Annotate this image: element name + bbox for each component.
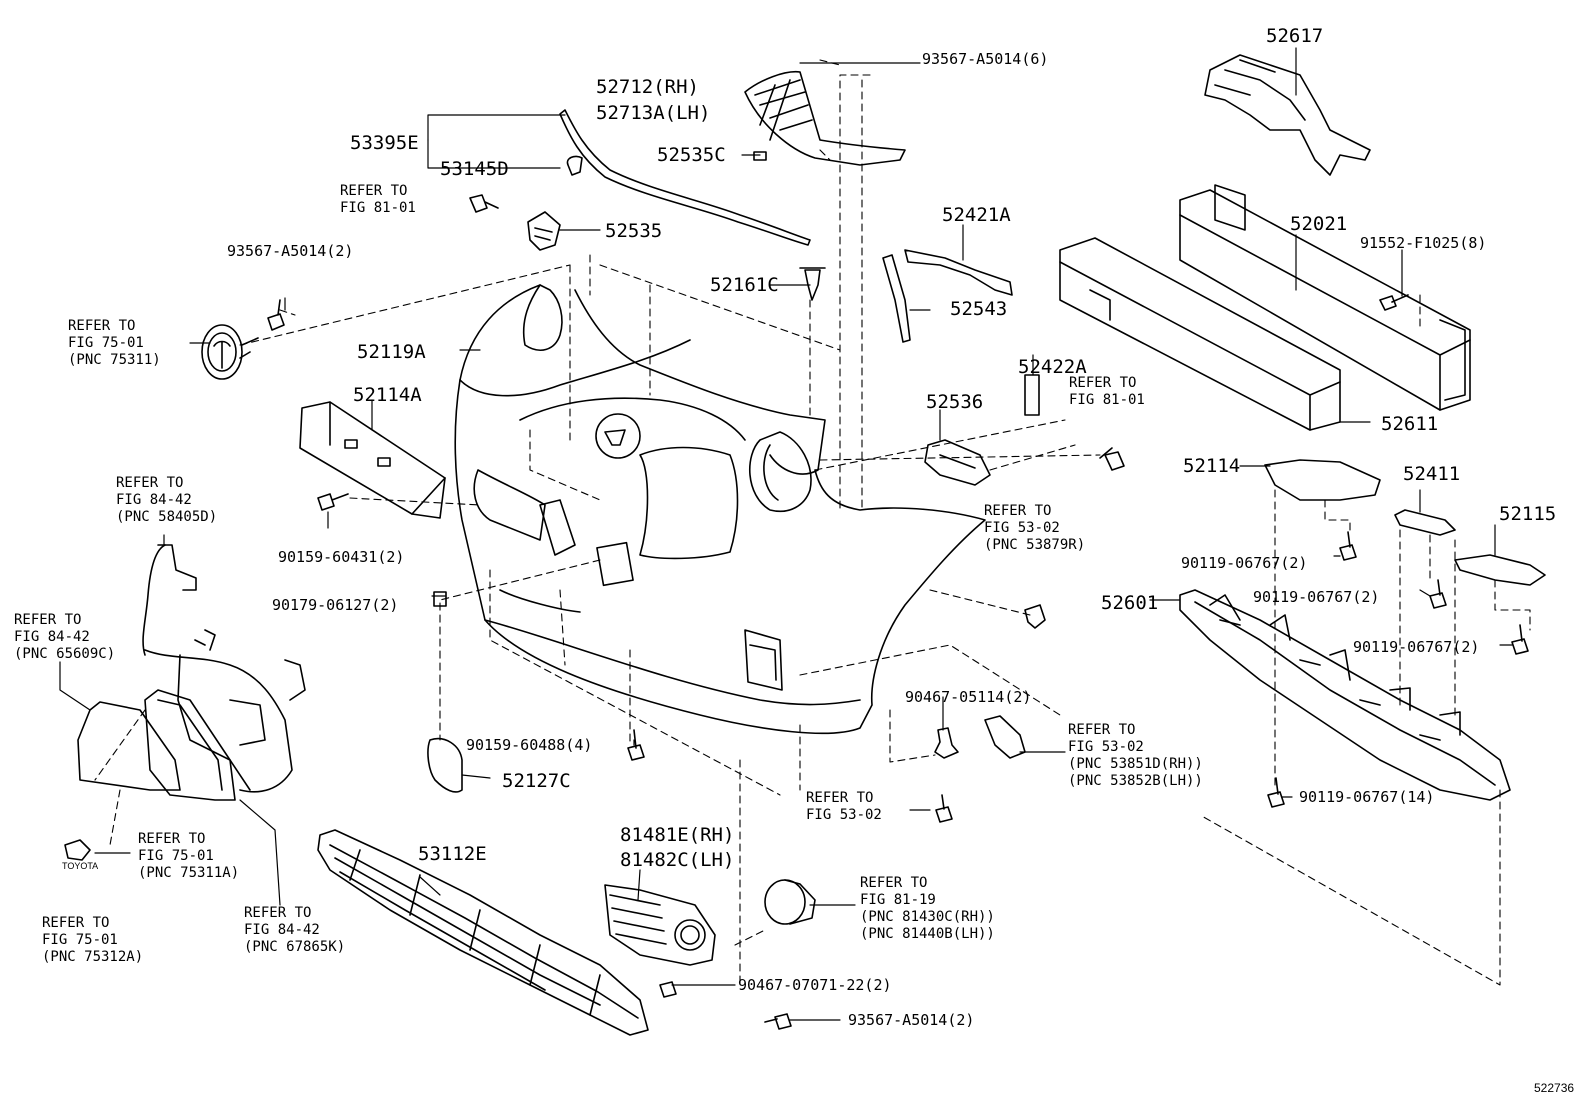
upper-grille-52712 [744, 70, 906, 166]
label-53145d: 53145D [440, 158, 509, 180]
license-bracket-52114a [299, 401, 446, 519]
label-52535: 52535 [605, 220, 663, 242]
label-52712: 52712(RH) [596, 76, 699, 98]
label-91552: 91552-F1025(8) [1360, 234, 1487, 252]
spacer-52422a [1024, 374, 1040, 416]
label-52536: 52536 [926, 391, 984, 413]
undercover-52601 [1179, 589, 1511, 801]
label-90467-05114: 90467-05114(2) [905, 688, 1032, 706]
seal-52543 [882, 254, 911, 343]
bolt-90119-a [1339, 531, 1357, 561]
bolt-5302-c [935, 794, 953, 823]
bracket-52536 [924, 439, 991, 486]
clip-53145d [566, 155, 583, 176]
label-90159-60488: 90159-60488(4) [466, 736, 593, 754]
toyota-badge-text: TOYOTA [62, 861, 99, 871]
label-52114: 52114 [1183, 455, 1241, 477]
label-52601: 52601 [1101, 592, 1159, 614]
label-52127c: 52127C [502, 770, 571, 792]
clip-53879r [1024, 604, 1046, 629]
label-93567-2b: 93567-A5014(2) [848, 1011, 975, 1029]
label-53395e: 53395E [350, 132, 419, 154]
label-90119-c: 90119-06767(2) [1353, 638, 1480, 656]
bracket-52115 [1454, 554, 1546, 586]
fog-lamp [764, 879, 816, 925]
label-52713a: 52713A(LH) [596, 102, 711, 124]
reinforcement-52021 [1179, 184, 1471, 411]
label-90467-07071: 90467-07071-22(2) [738, 976, 892, 994]
bolt-93567-b [764, 1013, 792, 1030]
wire-harness [142, 544, 306, 793]
bolt-8101-b [1099, 447, 1125, 471]
bracket-52617 [1204, 54, 1371, 176]
label-52021: 52021 [1290, 213, 1348, 235]
bracket-53851d [984, 715, 1026, 759]
bracket-52411 [1394, 509, 1456, 536]
label-90159-60431: 90159-60431(2) [278, 548, 405, 566]
bolt-93567-a [267, 299, 285, 331]
panel-67865k [144, 689, 236, 801]
bumper-cover-52119a [454, 284, 986, 735]
fog-bezel-81481e [604, 884, 716, 966]
label-52411: 52411 [1403, 463, 1461, 485]
bolt-90467-b [659, 981, 677, 998]
bolt-91552 [1379, 294, 1409, 311]
label-52617: 52617 [1266, 25, 1324, 47]
label-90119-a: 90119-06767(2) [1181, 554, 1308, 572]
label-52119a: 52119A [357, 341, 426, 363]
molding-53395e [559, 109, 811, 246]
undercover-52114 [1264, 459, 1381, 501]
label-52422a: 52422A [1018, 356, 1087, 378]
leader-lines [59, 47, 1513, 1021]
label-90119-b: 90119-06767(2) [1253, 588, 1380, 606]
label-52114a: 52114A [353, 384, 422, 406]
bolt-90119-b [1429, 579, 1447, 609]
label-52611: 52611 [1381, 413, 1439, 435]
cap-52127c [427, 738, 463, 793]
clip-52161c [799, 267, 826, 301]
dashed-guide-lines [94, 59, 1531, 986]
label-81482c: 81482C(LH) [620, 849, 735, 871]
bolt-90119-c [1511, 624, 1529, 655]
badge-75312a [64, 839, 91, 861]
label-81481e: 81481E(RH) [620, 824, 735, 846]
bolt-90119-d [1267, 777, 1285, 808]
label-53112e: 53112E [418, 843, 487, 865]
label-52161c: 52161C [710, 274, 779, 296]
label-93567-2a: 93567-A5014(2) [227, 242, 354, 260]
bracket-52421a [904, 249, 1013, 296]
bracket-52535 [527, 211, 561, 251]
label-52421a: 52421A [942, 204, 1011, 226]
bolt-90159-b [627, 729, 645, 761]
label-90119-14: 90119-06767(14) [1299, 788, 1435, 806]
corner-id: 522736 [1534, 1081, 1575, 1095]
panel-65609c [77, 701, 181, 791]
clip-90467-a [934, 727, 959, 759]
label-52535c: 52535C [657, 144, 726, 166]
label-52543: 52543 [950, 298, 1008, 320]
bolt-90159-a [317, 493, 349, 511]
label-52115: 52115 [1499, 503, 1557, 525]
toyota-emblem [201, 324, 259, 380]
lower-grille-53112e [317, 829, 649, 1036]
label-93567-6: 93567-A5014(6) [922, 50, 1049, 68]
bolt-8101-a [469, 194, 499, 213]
label-90179: 90179-06127(2) [272, 596, 399, 614]
clip-52535c [753, 151, 767, 161]
